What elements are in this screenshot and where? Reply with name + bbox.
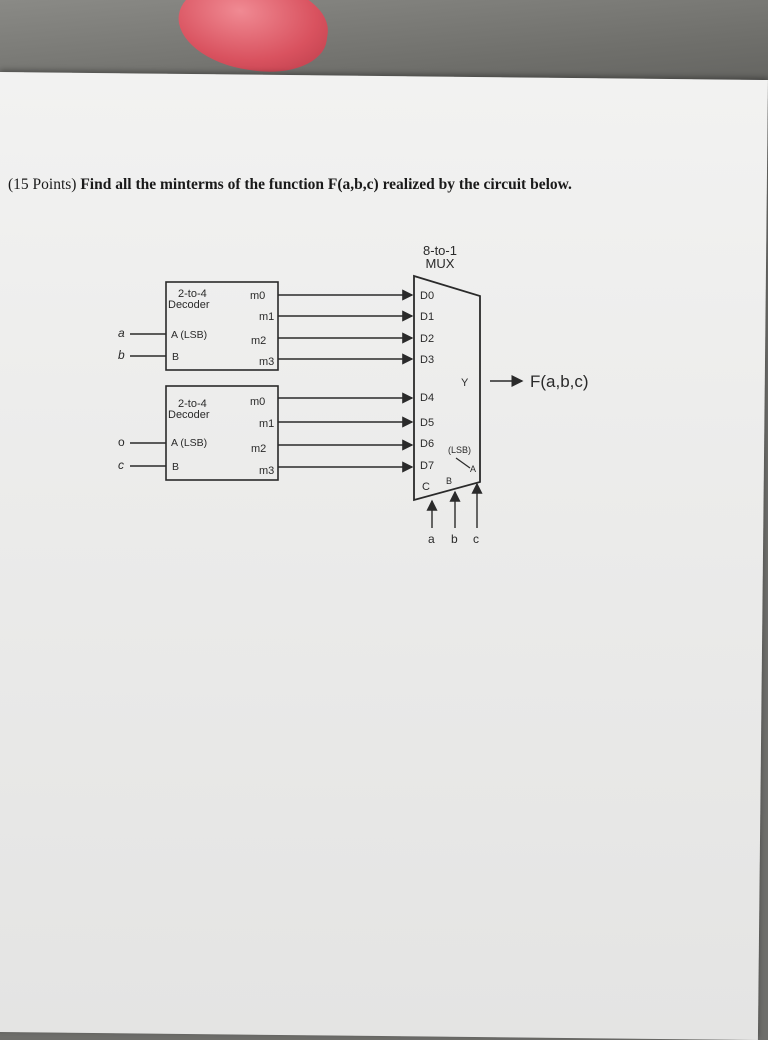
decoder-2-title-line2: Decoder <box>168 409 210 421</box>
mux-select-a: A <box>470 464 476 474</box>
mux-title-line2: MUX <box>426 256 455 271</box>
mux-input-d4: D4 <box>420 392 434 404</box>
decoder-2-input-a-label: A (LSB) <box>171 437 207 449</box>
mux-input-d2: D2 <box>420 333 434 345</box>
mux-input-d7: D7 <box>420 460 434 472</box>
decoder-2-input-b-label: B <box>172 461 179 473</box>
decoder-1-title-line2: Decoder <box>168 299 210 311</box>
mux-select-b: B <box>446 476 452 486</box>
mux-select-a-tick <box>455 457 471 469</box>
mux-body <box>413 274 481 502</box>
mux-title-line1: 8-to-1 <box>423 243 457 258</box>
decoder-1-input-signal-b: b <box>118 348 125 362</box>
question-points: (15 Points) <box>8 176 77 193</box>
decoder-1-input-a-label: A (LSB) <box>171 329 207 341</box>
decoder-1-input-signal-a: a <box>118 326 125 340</box>
mux-input-d3: D3 <box>420 354 434 366</box>
decoder-2-output-m3: m3 <box>259 465 274 477</box>
select-signal-c: c <box>473 532 479 546</box>
decoder-1-title-line1: 2-to-4 <box>178 288 207 300</box>
decoder-2-output-m2: m2 <box>251 443 266 455</box>
mux-input-d1: D1 <box>420 311 434 323</box>
decoder-2-output-m1: m1 <box>259 418 274 430</box>
mux-input-d5: D5 <box>420 417 434 429</box>
output-function-label: F(a,b,c) <box>530 372 589 391</box>
decoder-2-output-m0: m0 <box>250 396 265 408</box>
mux-input-d0: D0 <box>420 290 434 302</box>
mux-select-c: C <box>422 481 430 493</box>
decoder-1-output-m3: m3 <box>259 356 274 368</box>
question-body: Find all the minterms of the function F(… <box>80 176 572 193</box>
decoder-1-output-m2: m2 <box>251 335 266 347</box>
mux-lsb-label: (LSB) <box>448 445 471 455</box>
decoder-2-input-signal-a: o <box>118 435 125 449</box>
mux-input-d6: D6 <box>420 438 434 450</box>
decoder-1-output-m0: m0 <box>250 290 265 302</box>
decoder-1-input-b-label: B <box>172 351 179 363</box>
select-signal-a: a <box>428 532 435 546</box>
decoder-1-output-m1: m1 <box>259 311 274 323</box>
question-text: (15 Points) Find all the minterms of the… <box>8 176 768 194</box>
decoder-2-input-signal-b: c <box>118 458 124 472</box>
select-signal-b: b <box>451 532 458 546</box>
decoder-2-title-line1: 2-to-4 <box>178 398 207 410</box>
decoder-1-body <box>165 281 279 371</box>
mux-output-label: Y <box>461 377 469 389</box>
decoder-2-body <box>165 385 279 481</box>
